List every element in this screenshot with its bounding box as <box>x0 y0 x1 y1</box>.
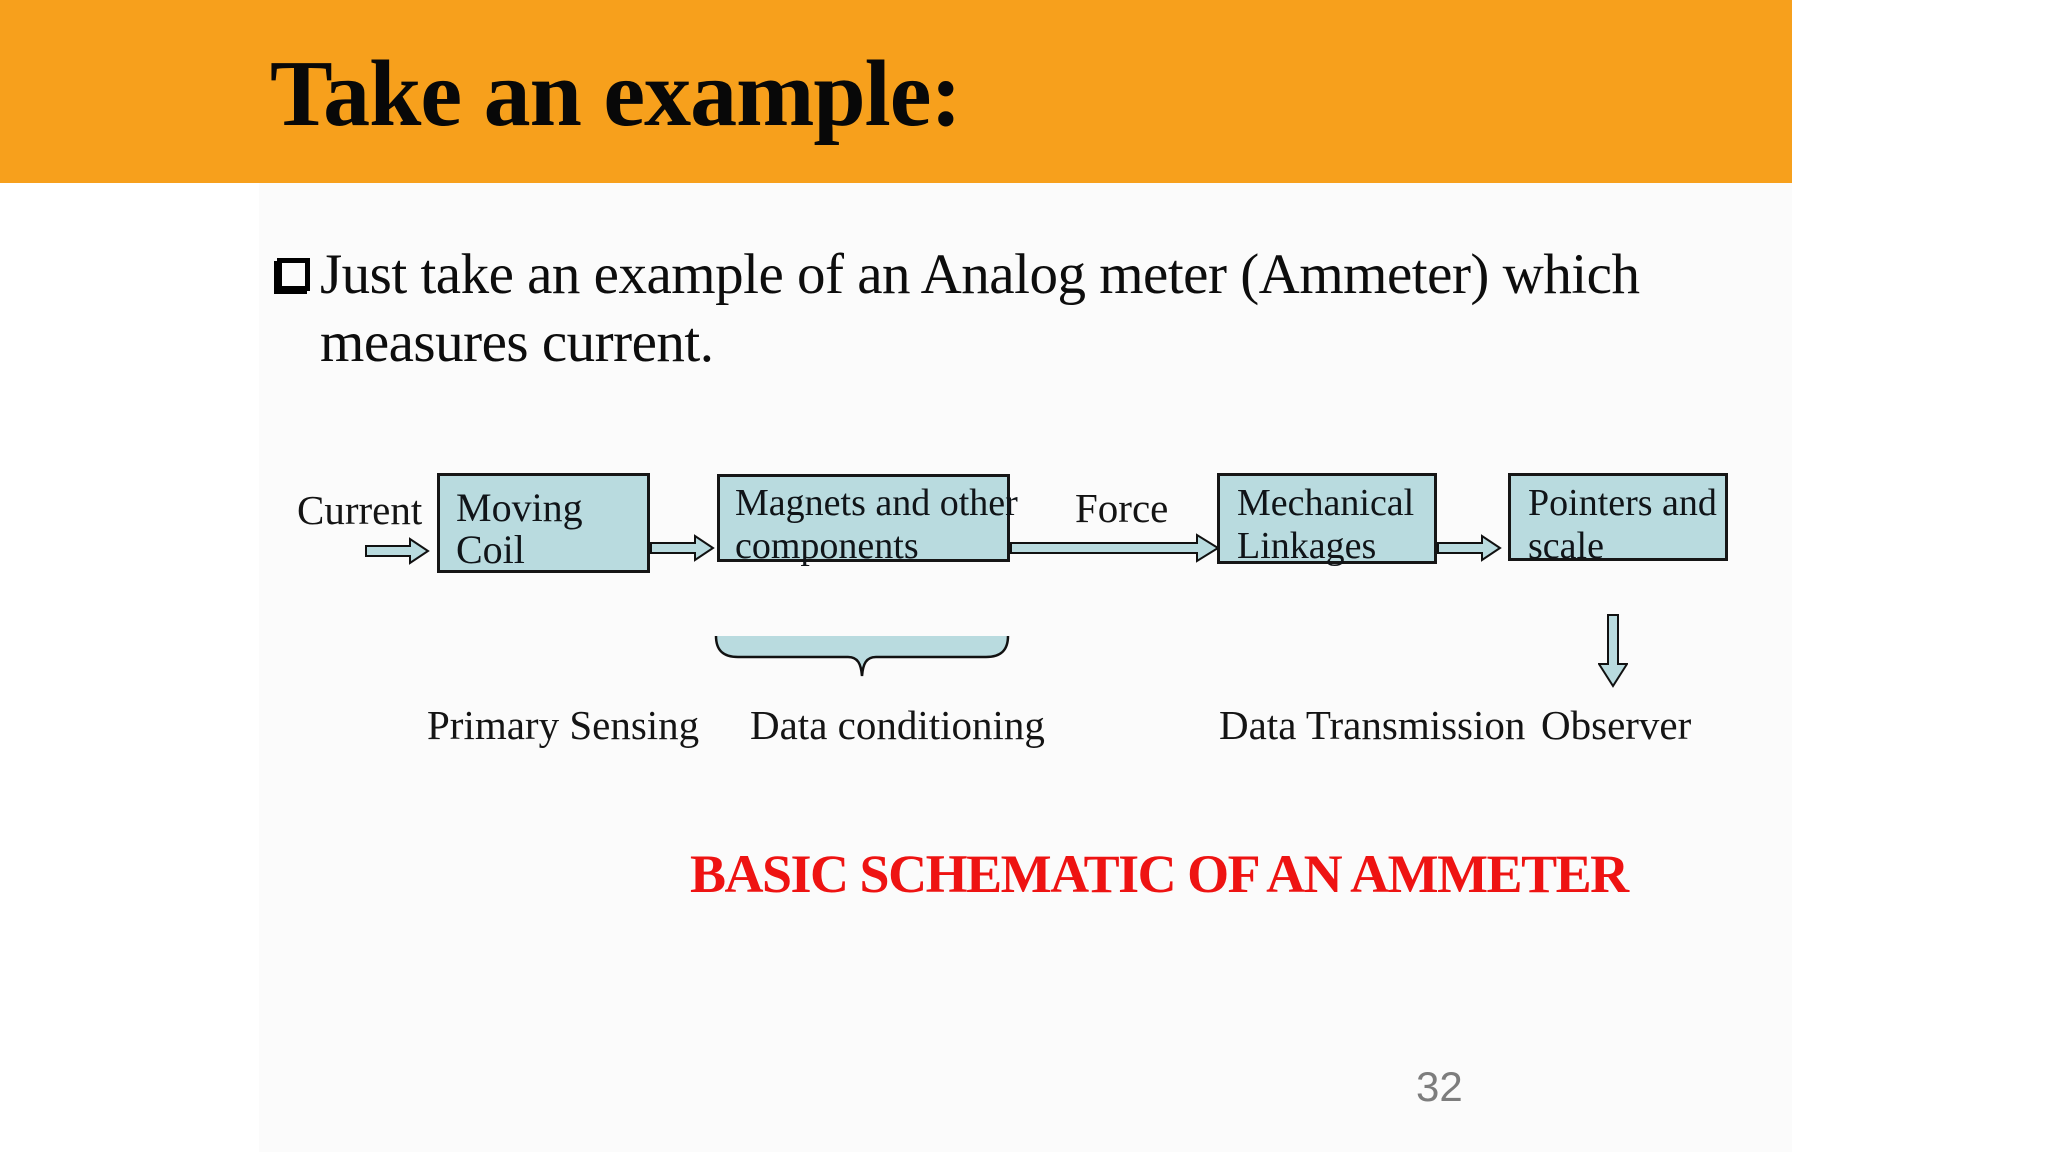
title-banner <box>0 0 1792 183</box>
bullet-square-icon <box>277 258 310 291</box>
diagram-caption: BASIC SCHEMATIC OF AN AMMETER <box>690 844 1629 904</box>
page-number: 32 <box>1416 1063 1463 1110</box>
current-label: Current <box>297 487 423 533</box>
box-moving-coil: Moving Coil <box>437 473 650 573</box>
box-label: Mechanical <box>1237 482 1415 524</box>
stage-label-primary-sensing: Primary Sensing <box>427 702 700 748</box>
current-arrow-icon <box>365 537 430 565</box>
box-label: Magnets and other <box>735 482 1018 524</box>
box-label: scale <box>1528 525 1604 567</box>
stage-label-observer: Observer <box>1541 702 1692 748</box>
force-arrow-icon <box>1010 533 1220 563</box>
page-title: Take an example: <box>270 42 962 146</box>
box-label: Coil <box>456 527 525 572</box>
flow-arrow-icon <box>650 534 715 562</box>
underbrace-icon <box>714 636 1010 677</box>
bullet-line-2: measures current. <box>320 311 714 374</box>
box-magnets-components: Magnets and other components <box>717 474 1018 567</box>
box-label: components <box>735 525 919 567</box>
bullet-line-1: Just take an example of an Analog meter … <box>320 243 1640 306</box>
stage-label-data-transmission: Data Transmission <box>1219 702 1526 748</box>
force-label: Force <box>1075 485 1169 531</box>
down-arrow-icon <box>1598 614 1628 688</box>
box-pointers-scale: Pointers and scale <box>1508 473 1728 567</box>
box-label: Moving <box>456 485 583 530</box>
stage-label-data-conditioning: Data conditioning <box>750 702 1045 748</box>
box-label: Linkages <box>1237 525 1377 567</box>
box-label: Pointers and <box>1528 482 1717 524</box>
slide-body <box>259 183 1792 1152</box>
bullet-paragraph: Just take an example of an Analog meter … <box>320 241 1640 377</box>
box-mechanical-linkages: Mechanical Linkages <box>1217 473 1437 567</box>
flow-arrow-icon <box>1437 534 1502 562</box>
